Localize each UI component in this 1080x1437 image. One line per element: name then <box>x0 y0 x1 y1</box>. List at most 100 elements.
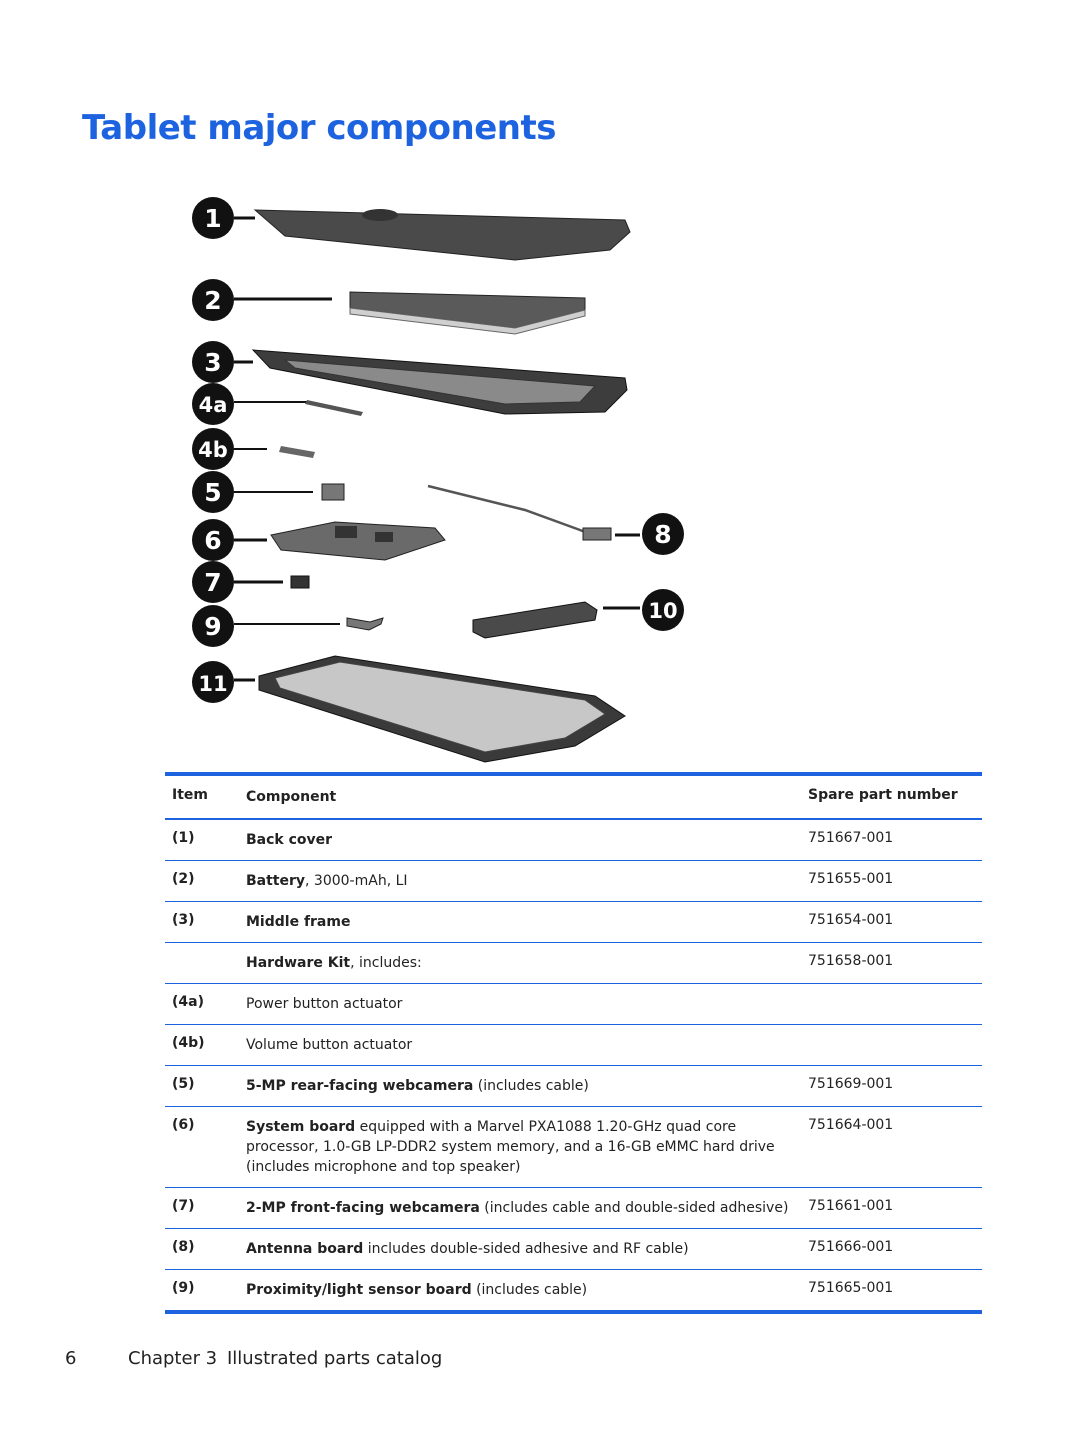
row-component: System board equipped with a Marvel PXA1… <box>246 1107 808 1187</box>
row-spare: 751664-001 <box>808 1117 894 1133</box>
row-component: Hardware Kit, includes: <box>246 943 808 983</box>
row-spare: 751667-001 <box>808 830 894 846</box>
row-spare: 751654-001 <box>808 912 894 928</box>
component-desc: (includes cable) <box>473 1078 589 1094</box>
row-item: (5) <box>172 1076 195 1092</box>
chapter-title: Illustrated parts catalog <box>227 1348 443 1369</box>
component-name: Hardware Kit <box>246 955 351 971</box>
header-spare-part: Spare part number <box>808 787 958 803</box>
table-row: (6) System board equipped with a Marvel … <box>165 1107 982 1188</box>
component-name: System board <box>246 1119 356 1135</box>
table-header: Item Component Spare part number <box>165 776 982 820</box>
row-component: Volume button actuator <box>246 1025 808 1065</box>
header-item: Item <box>172 787 208 803</box>
callout-3: 3 <box>192 341 253 383</box>
component-name: 2-MP front-facing webcamera <box>246 1200 480 1216</box>
row-component: Back cover <box>246 820 808 860</box>
component-name: Proximity/light sensor board <box>246 1282 472 1298</box>
parts-table: Item Component Spare part number (1) Bac… <box>165 772 982 1314</box>
component-desc: (includes cable and double-sided adhesiv… <box>479 1200 789 1216</box>
component-desc: , includes: <box>350 955 422 971</box>
exploded-view-figure: 1 2 3 4a 4b <box>185 190 705 770</box>
chapter-label: Chapter 3 <box>128 1348 218 1369</box>
page-title: Tablet major components <box>82 108 556 148</box>
callout-2: 2 <box>192 279 332 321</box>
row-spare: 751655-001 <box>808 871 894 887</box>
component-name: Middle frame <box>246 914 351 930</box>
antenna-board-part <box>582 527 612 541</box>
row-component: Antenna board includes double-sided adhe… <box>246 1229 808 1269</box>
component-desc: (includes cable) <box>471 1282 588 1298</box>
row-item: (4b) <box>172 1035 205 1051</box>
component-desc: , 3000-mAh, LI <box>305 873 408 889</box>
table-row: (2) Battery, 3000-mAh, LI 751655-001 <box>165 861 982 902</box>
component-desc: Power button actuator <box>246 996 403 1012</box>
svg-text:9: 9 <box>204 612 221 641</box>
volume-button-actuator-part <box>279 446 315 458</box>
row-spare: 751658-001 <box>808 953 894 969</box>
table-row: (3) Middle frame 751654-001 <box>165 902 982 943</box>
table-row: (8) Antenna board includes double-sided … <box>165 1229 982 1270</box>
svg-text:4a: 4a <box>199 393 228 417</box>
header-component: Component <box>246 789 337 805</box>
svg-text:8: 8 <box>654 520 671 549</box>
row-item: (7) <box>172 1198 195 1214</box>
row-spare: 751665-001 <box>808 1280 894 1296</box>
svg-text:4b: 4b <box>198 438 228 462</box>
row-item: (9) <box>172 1280 195 1296</box>
row-spare <box>808 984 982 1024</box>
front-webcamera-part <box>290 575 310 589</box>
component-desc: includes double-sided adhesive and RF ca… <box>363 1241 689 1257</box>
callout-11: 11 <box>192 661 255 703</box>
component-desc: Volume button actuator <box>246 1037 413 1053</box>
power-button-actuator-part <box>305 400 363 416</box>
table-row: (1) Back cover 751667-001 <box>165 820 982 861</box>
component-name: Back cover <box>246 832 333 848</box>
row-component: 2-MP front-facing webcamera (includes ca… <box>246 1188 808 1228</box>
table-row: (5) 5-MP rear-facing webcamera (includes… <box>165 1066 982 1107</box>
row-spare: 751666-001 <box>808 1239 894 1255</box>
callout-4b: 4b <box>192 428 267 470</box>
rear-webcamera-part <box>321 483 345 501</box>
proximity-sensor-board-part <box>346 617 384 631</box>
component-name: 5-MP rear-facing webcamera <box>246 1078 474 1094</box>
svg-text:7: 7 <box>204 568 221 597</box>
callout-6: 6 <box>192 519 267 561</box>
page-number: 6 <box>65 1348 77 1369</box>
row-item: (1) <box>172 830 195 846</box>
row-spare: 751669-001 <box>808 1076 894 1092</box>
row-component: 5-MP rear-facing webcamera (includes cab… <box>246 1066 808 1106</box>
row-item: (6) <box>172 1117 195 1133</box>
component-name: Battery <box>246 873 306 889</box>
table-row: Hardware Kit, includes: 751658-001 <box>165 943 982 984</box>
table-row: (9) Proximity/light sensor board (includ… <box>165 1270 982 1310</box>
callout-5: 5 <box>192 471 313 513</box>
row-component: Power button actuator <box>246 984 808 1024</box>
row-item: (3) <box>172 912 195 928</box>
callout-8: 8 <box>615 513 684 555</box>
row-item: (4a) <box>172 994 204 1010</box>
back-cover-part <box>253 209 631 261</box>
row-component: Proximity/light sensor board (includes c… <box>246 1270 808 1310</box>
speaker-part <box>472 601 598 639</box>
row-spare: 751661-001 <box>808 1198 894 1214</box>
svg-text:2: 2 <box>204 286 221 315</box>
callout-9: 9 <box>192 605 340 647</box>
callout-10: 10 <box>603 589 684 631</box>
row-spare <box>808 1025 982 1065</box>
svg-text:3: 3 <box>204 348 221 377</box>
table-row: (4b) Volume button actuator <box>165 1025 982 1066</box>
row-component: Battery, 3000-mAh, LI <box>246 861 808 901</box>
row-item: (2) <box>172 871 195 887</box>
row-item: (8) <box>172 1239 195 1255</box>
callout-1: 1 <box>192 197 255 239</box>
svg-text:6: 6 <box>204 526 221 555</box>
svg-text:11: 11 <box>198 672 227 696</box>
component-name: Antenna board <box>246 1241 364 1257</box>
table-row: (4a) Power button actuator <box>165 984 982 1025</box>
component-desc: equipped with a Marvel PXA1088 1.20-GHz … <box>246 1119 775 1175</box>
svg-text:10: 10 <box>648 599 677 623</box>
system-board-part <box>270 521 446 561</box>
row-item <box>165 943 246 983</box>
table-row: (7) 2-MP front-facing webcamera (include… <box>165 1188 982 1229</box>
